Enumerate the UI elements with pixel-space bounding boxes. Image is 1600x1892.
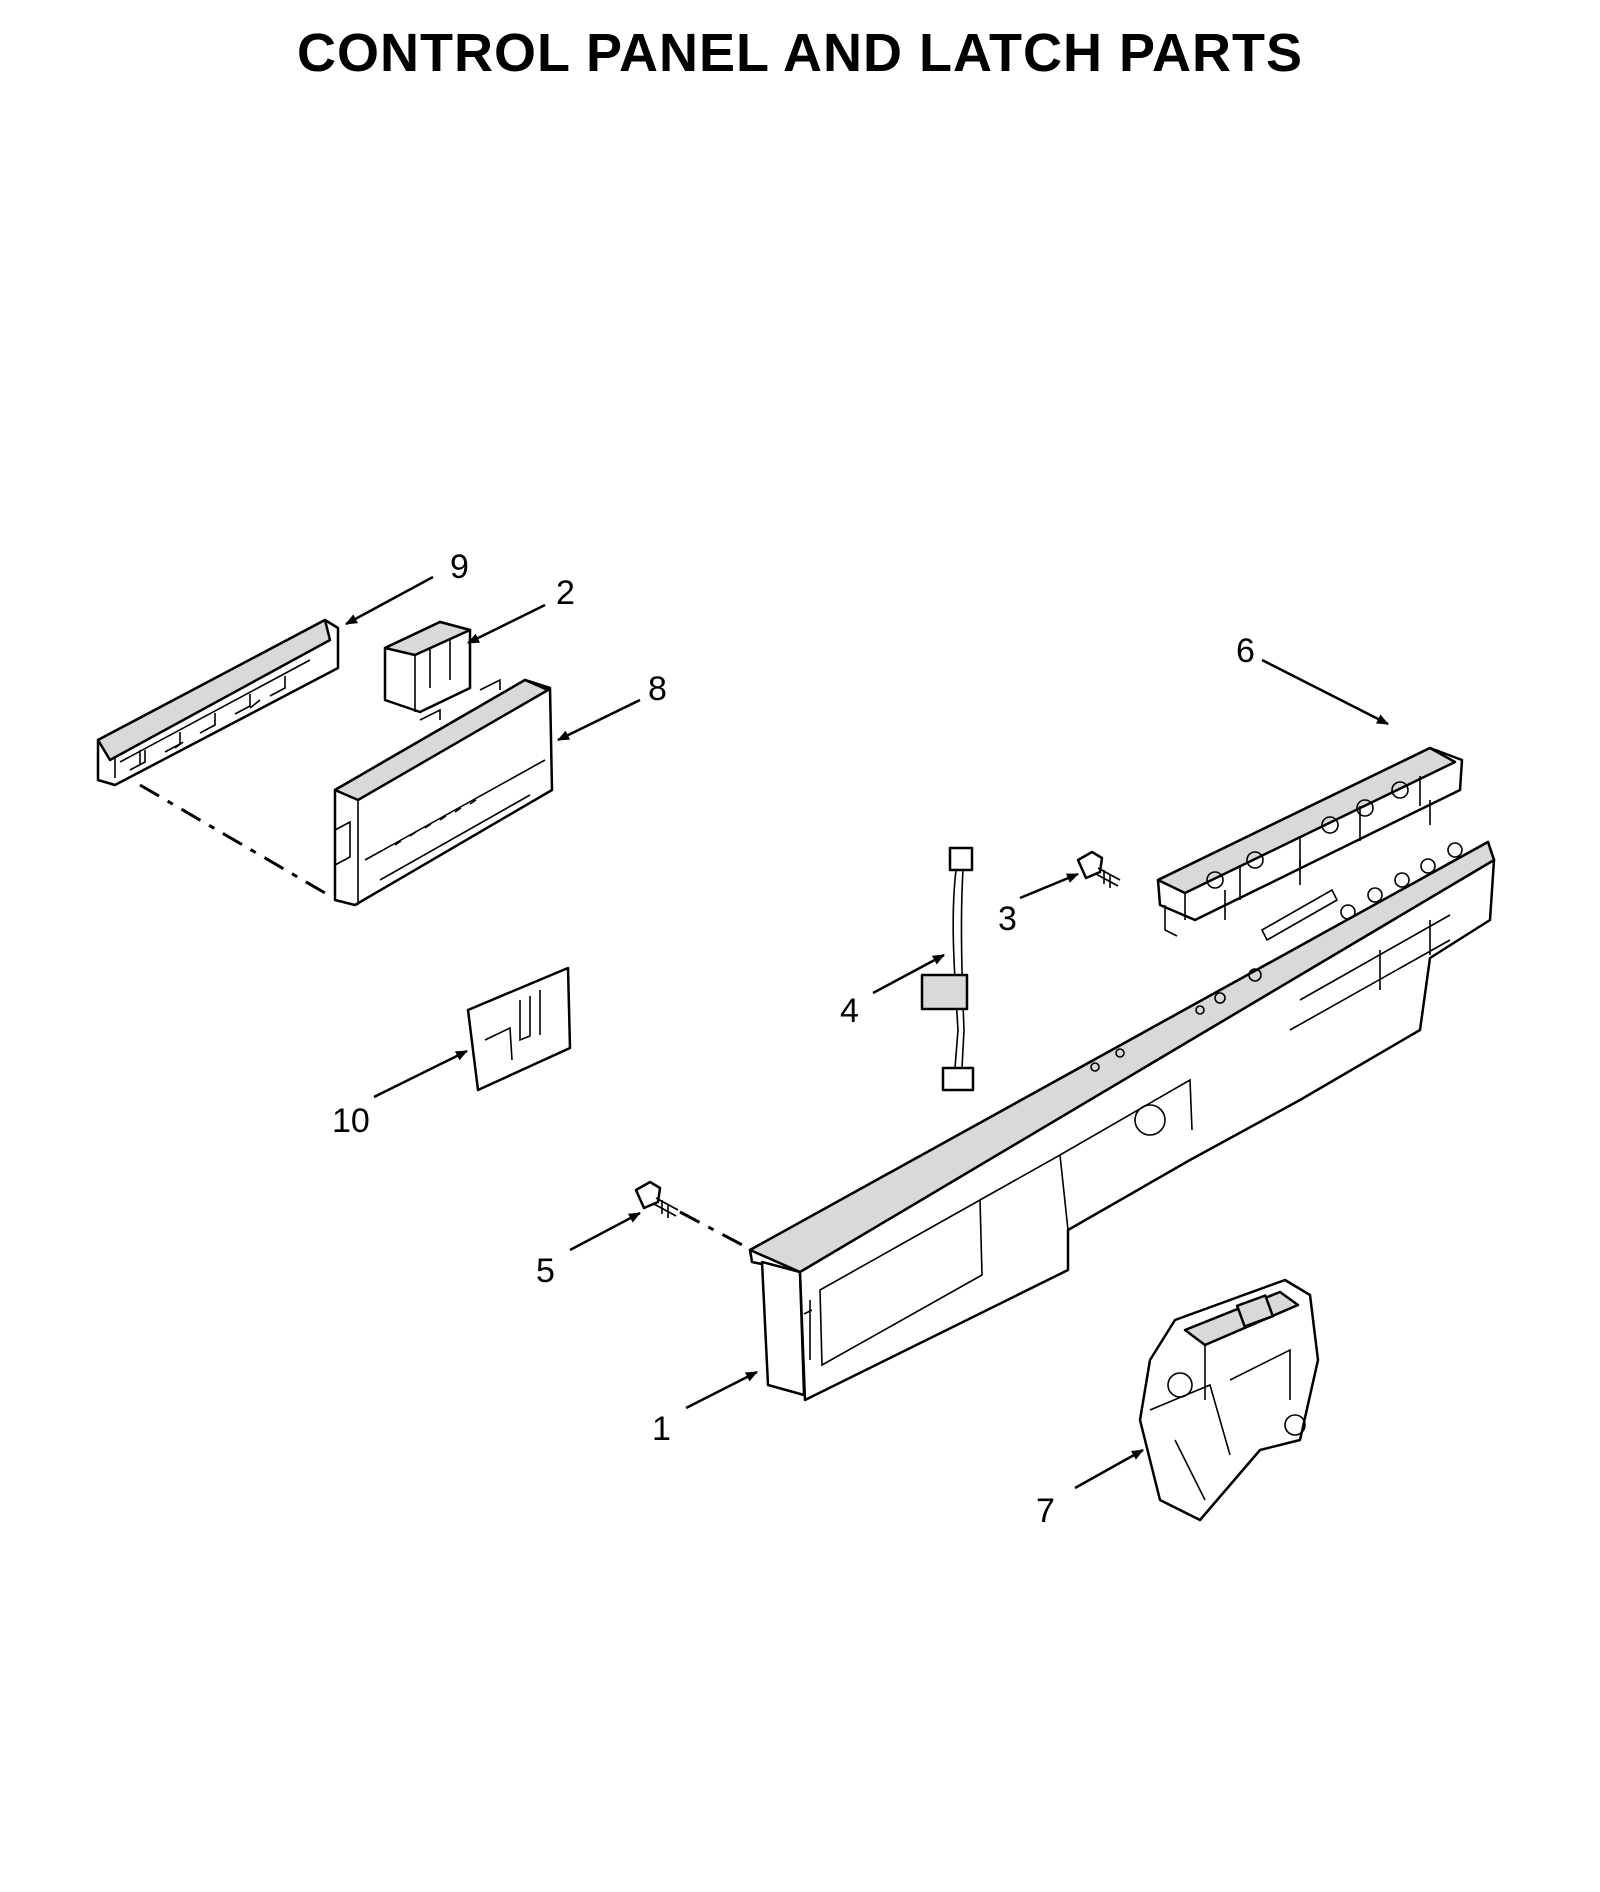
- callout-2: 2: [556, 574, 575, 612]
- callout-6: 6: [1236, 632, 1255, 670]
- page-title: CONTROL PANEL AND LATCH PARTS: [297, 23, 1303, 83]
- alignment-line-9-8: [139, 783, 326, 895]
- leader-1: [685, 1370, 758, 1410]
- leader-6: [1261, 658, 1389, 726]
- callout-9: 9: [450, 548, 469, 586]
- callout-1: 1: [652, 1410, 671, 1448]
- part-1-control-panel[interactable]: [748, 840, 1496, 1402]
- leader-4: [872, 953, 945, 995]
- part-9-rail[interactable]: [96, 618, 340, 787]
- leader-2: [467, 603, 546, 645]
- leader-8: [557, 698, 641, 742]
- leader-9: [345, 575, 434, 626]
- callout-3: 3: [998, 900, 1017, 938]
- part-3-screw[interactable]: [1076, 850, 1121, 888]
- callout-5: 5: [536, 1252, 555, 1290]
- callout-8: 8: [648, 670, 667, 708]
- callout-7: 7: [1036, 1492, 1055, 1530]
- callout-10: 10: [332, 1102, 370, 1140]
- leader-10: [373, 1049, 468, 1099]
- alignment-line-5-1: [679, 1210, 749, 1250]
- part-10-bracket[interactable]: [466, 966, 572, 1092]
- leader-3: [1019, 872, 1079, 900]
- callout-4: 4: [840, 992, 859, 1030]
- part-7-door-latch[interactable]: [1138, 1278, 1320, 1522]
- leader-5: [569, 1211, 641, 1252]
- part-8-control-board[interactable]: [333, 678, 554, 907]
- part-2-clip[interactable]: [383, 620, 472, 714]
- part-6-keypad-bracket[interactable]: [1156, 746, 1464, 937]
- leader-7: [1074, 1448, 1144, 1490]
- part-4-wire-harness[interactable]: [920, 846, 975, 1092]
- part-5-screw[interactable]: [634, 1180, 679, 1218]
